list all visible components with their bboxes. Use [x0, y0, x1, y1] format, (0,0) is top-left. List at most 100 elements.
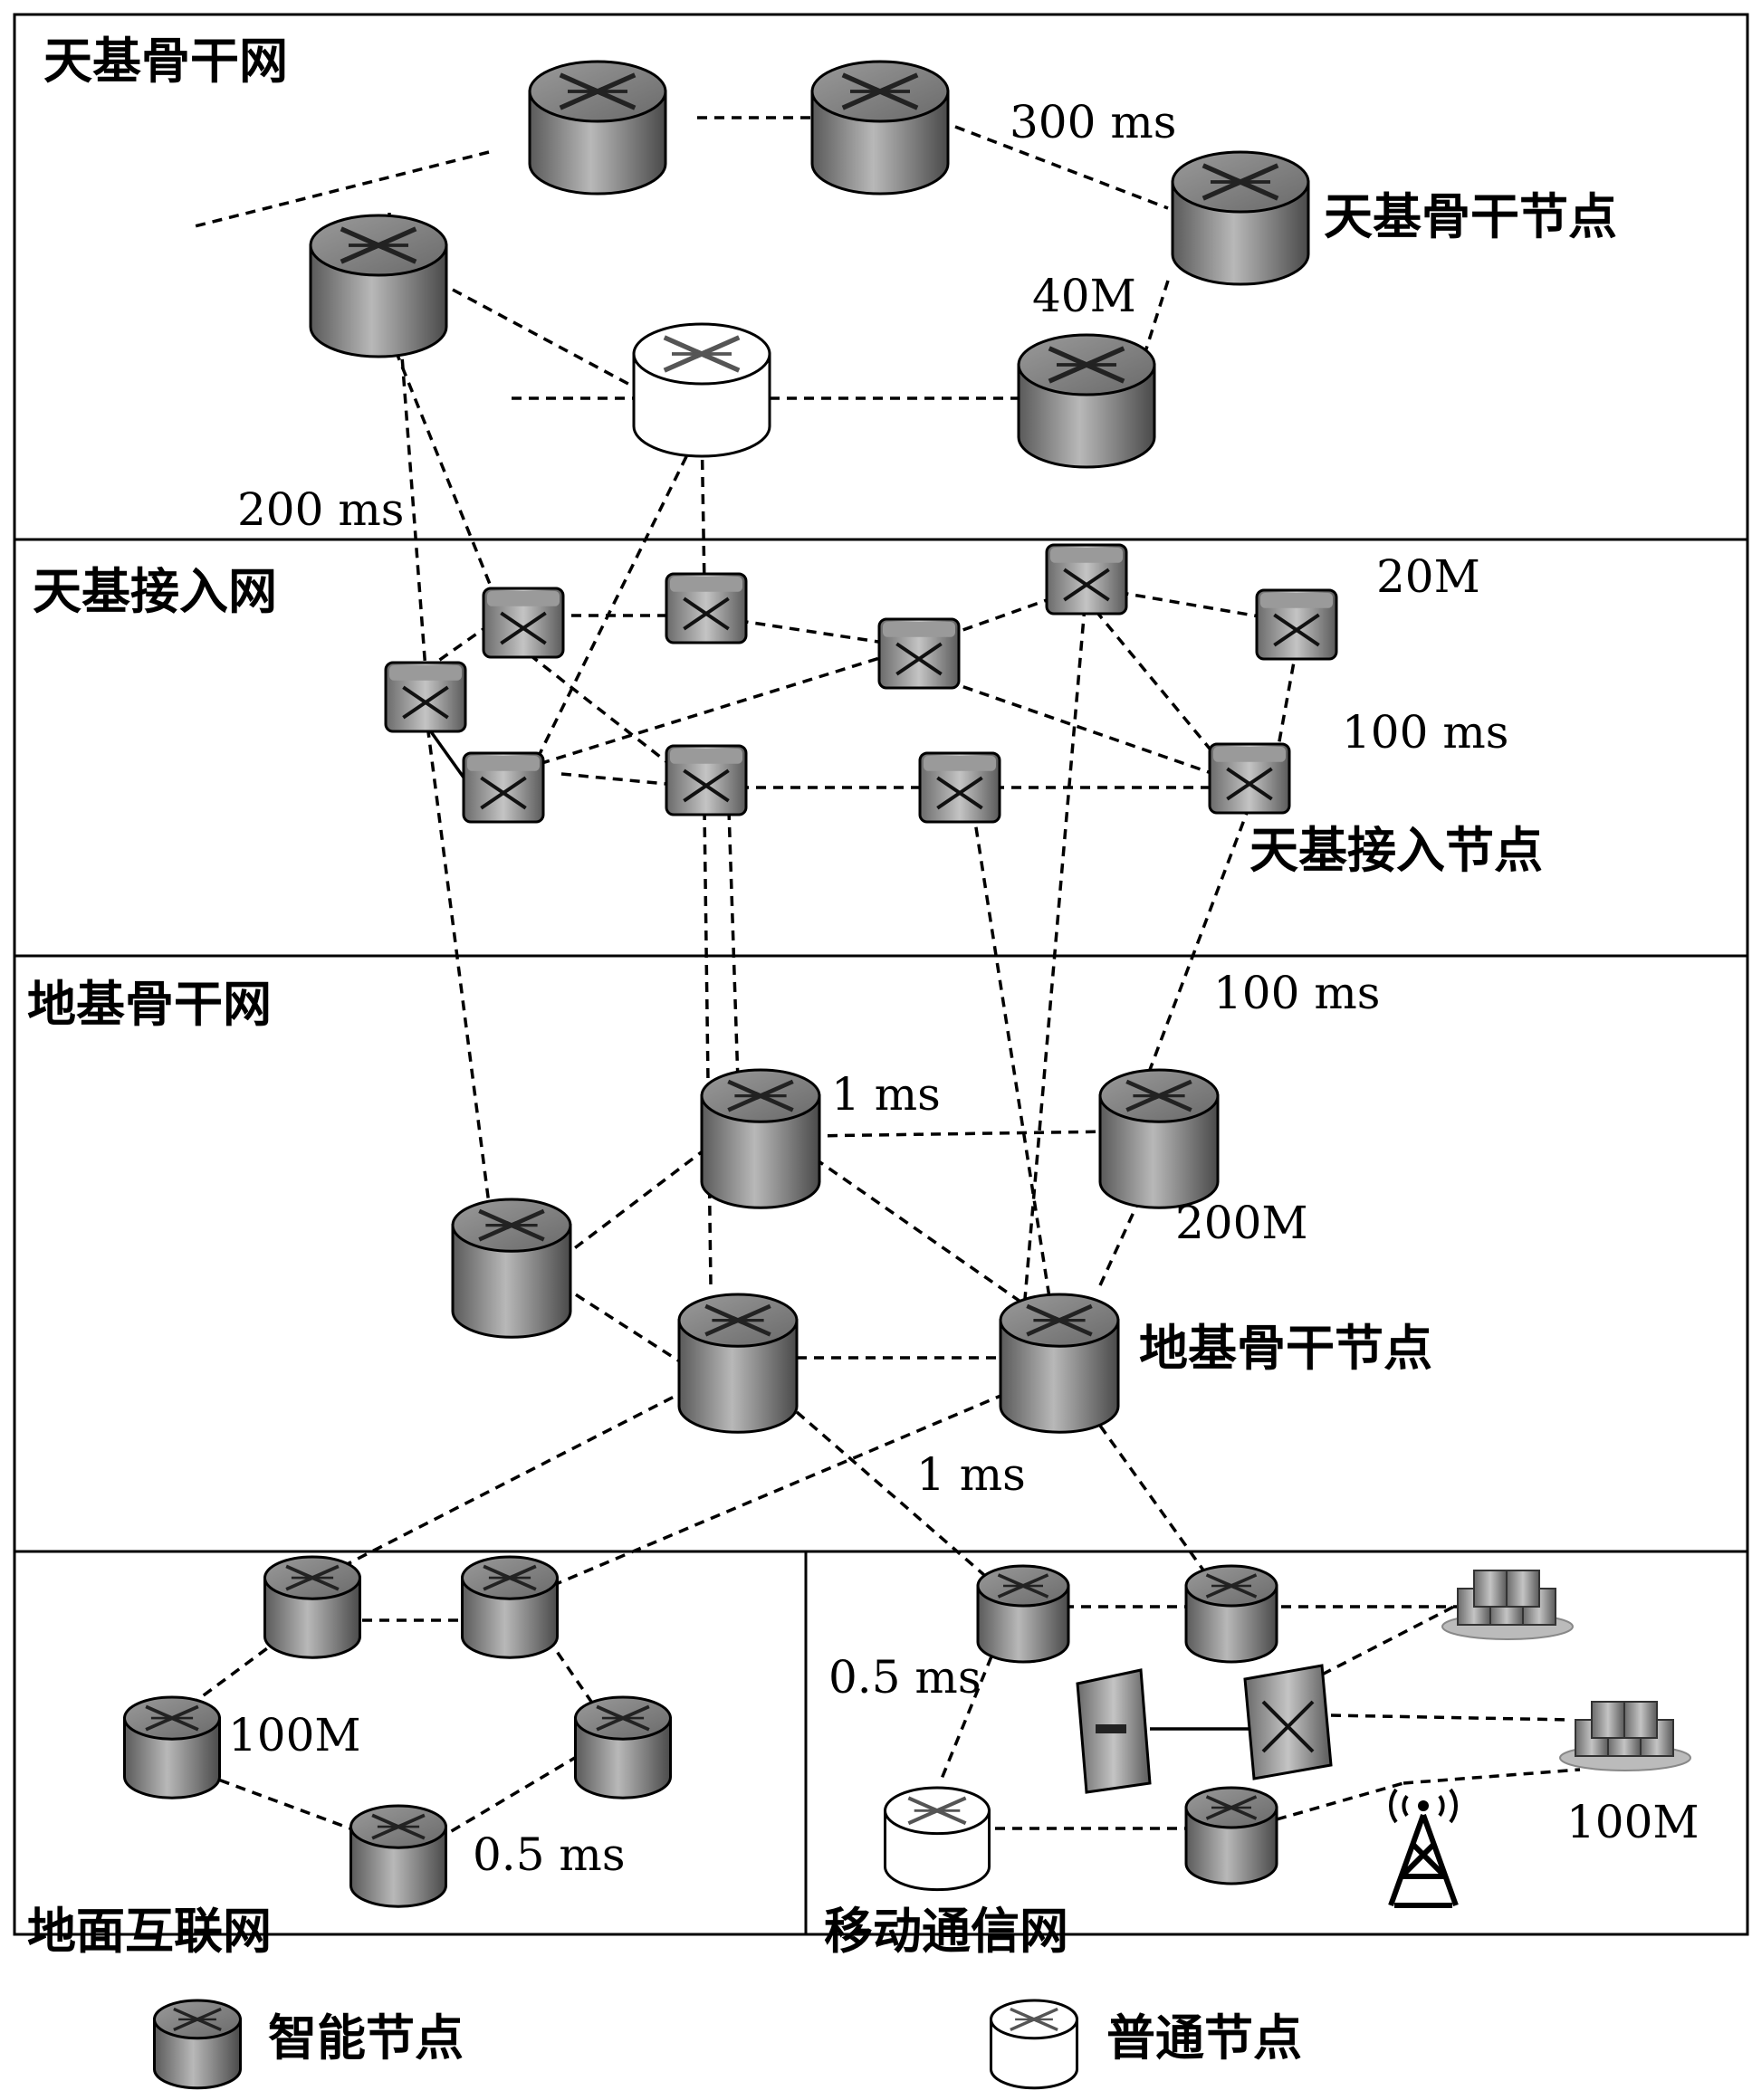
link: [388, 334, 504, 616]
link: [560, 1284, 689, 1369]
server-icon: [1076, 1668, 1152, 1794]
link: [506, 645, 915, 776]
space-backbone-node-4: [309, 214, 448, 358]
label-mob-bandwidth: 100M: [1566, 1796, 1699, 1848]
legend-smart-node-label: 智能节点: [268, 2009, 464, 2067]
mobile-node-normal: [884, 1786, 991, 1892]
link: [814, 1157, 1024, 1305]
link: [560, 772, 705, 789]
ground-backbone-node-1: [700, 1068, 821, 1209]
region-title-ground-internet: 地面互联网: [27, 1902, 272, 1960]
label-gb-delay-top: 1 ms: [831, 1068, 941, 1121]
label-mob-delay: 0.5 ms: [828, 1651, 981, 1704]
label-gi-bandwidth: 100M: [228, 1709, 361, 1761]
space-backbone-node-3: [1171, 150, 1310, 286]
link: [809, 1130, 1115, 1138]
nodes-layer: [123, 60, 1691, 2090]
region-frames: [13, 13, 1749, 1936]
link: [1023, 606, 1087, 1300]
label-sa-to-gb-delay: 100 ms: [1213, 967, 1381, 1019]
link: [795, 1410, 1007, 1595]
label-sb-delay: 300 ms: [1010, 96, 1177, 148]
link: [914, 585, 1086, 649]
space-access-node-6: [1255, 588, 1338, 661]
region-title-space-access: 天基接入网: [33, 562, 277, 620]
ground-backbone-node-2: [1098, 1068, 1220, 1209]
space-access-node-8: [665, 744, 748, 816]
link: [501, 632, 699, 788]
link: [1330, 1713, 1572, 1722]
ground-internet-node-4: [574, 1695, 672, 1799]
ground-internet-node-3: [123, 1695, 221, 1799]
link: [727, 809, 740, 1083]
label-sa-bandwidth: 20M: [1376, 550, 1480, 603]
space-backbone-node-2: [810, 60, 950, 196]
link: [940, 1656, 993, 1780]
label-sa-delay: 100 ms: [1342, 706, 1509, 759]
link: [1403, 1768, 1581, 1785]
space-backbone-node-5: [1017, 333, 1156, 469]
link: [537, 425, 704, 757]
link: [972, 809, 1052, 1304]
space-backbone-node-1: [528, 60, 667, 196]
link: [546, 1637, 599, 1712]
legend-normal-node-icon: [990, 1999, 1078, 2090]
mobile-node-1: [976, 1564, 1070, 1664]
link: [325, 1388, 689, 1577]
legend-normal-node-label: 普通节点: [1106, 2009, 1302, 2067]
link: [1276, 1781, 1404, 1821]
mobile-node-2: [1184, 1564, 1278, 1664]
space-access-node-3: [665, 572, 748, 644]
link: [194, 150, 490, 228]
region-title-ground-backbone: 地基骨干网: [27, 975, 272, 1033]
space-access-node-10: [1208, 742, 1291, 815]
node-label-space-access: 天基接入节点: [1249, 821, 1543, 879]
switch-icon: [1243, 1664, 1333, 1780]
node-label-ground-backbone: 地基骨干节点: [1139, 1319, 1432, 1377]
ground-backbone-node-5: [999, 1293, 1120, 1434]
space-access-node-7: [462, 751, 545, 824]
label-gb-bandwidth: 200M: [1175, 1197, 1308, 1249]
space-access-node-1: [384, 661, 467, 733]
label-gi-delay: 0.5 ms: [473, 1828, 626, 1881]
link: [954, 125, 1169, 210]
frame-ground-backbone: [13, 954, 1749, 1553]
link: [1144, 805, 1251, 1083]
frame-mobile: [804, 1550, 1749, 1936]
label-gb-delay-bottom: 1 ms: [916, 1448, 1026, 1501]
label-sb-to-sa-delay: 200 ms: [237, 483, 405, 536]
region-title-mobile: 移动通信网: [824, 1902, 1068, 1960]
link: [452, 288, 639, 391]
space-access-node-5: [1045, 543, 1128, 616]
link: [1321, 1596, 1472, 1676]
link: [502, 1392, 1006, 1608]
link: [424, 710, 491, 1205]
ground-backbone-node-4: [677, 1293, 799, 1434]
device-cluster-icon-1: [1441, 1570, 1574, 1640]
link: [703, 809, 713, 1286]
ground-internet-node-5: [349, 1804, 447, 1908]
link: [914, 668, 1228, 780]
space-access-node-2: [482, 587, 565, 659]
ground-internet-node-1: [263, 1555, 361, 1659]
link: [1083, 596, 1229, 771]
link: [1098, 1176, 1152, 1286]
ground-backbone-node-3: [451, 1198, 572, 1339]
mobile-node-3: [1184, 1786, 1278, 1885]
label-sb-bandwidth: 40M: [1032, 270, 1136, 322]
node-label-space-backbone: 天基骨干节点: [1324, 187, 1617, 245]
space-backbone-node-normal: [632, 322, 771, 458]
link: [1275, 646, 1298, 757]
space-access-node-4: [877, 617, 961, 690]
ground-internet-node-2: [461, 1555, 559, 1659]
cell-tower-icon: [1388, 1788, 1459, 1908]
link: [203, 1772, 363, 1835]
device-cluster-icon-2: [1559, 1701, 1691, 1771]
link: [1098, 1424, 1215, 1586]
region-title-space-backbone: 天基骨干网: [43, 32, 288, 90]
link: [560, 1143, 713, 1260]
space-access-node-9: [918, 751, 1001, 824]
legend-smart-node-icon: [153, 1999, 242, 2090]
link: [425, 1745, 594, 1848]
